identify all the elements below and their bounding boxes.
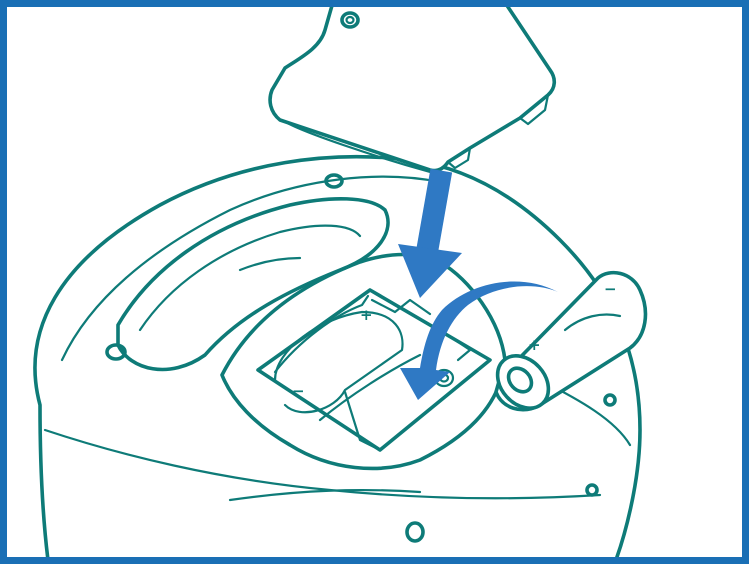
battery-negative-label: − — [604, 280, 617, 298]
battery-positive-label: + — [528, 336, 541, 354]
slot-positive-label: + — [360, 306, 373, 324]
slot-negative-label: − — [292, 382, 305, 400]
battery-cover — [270, 0, 554, 172]
